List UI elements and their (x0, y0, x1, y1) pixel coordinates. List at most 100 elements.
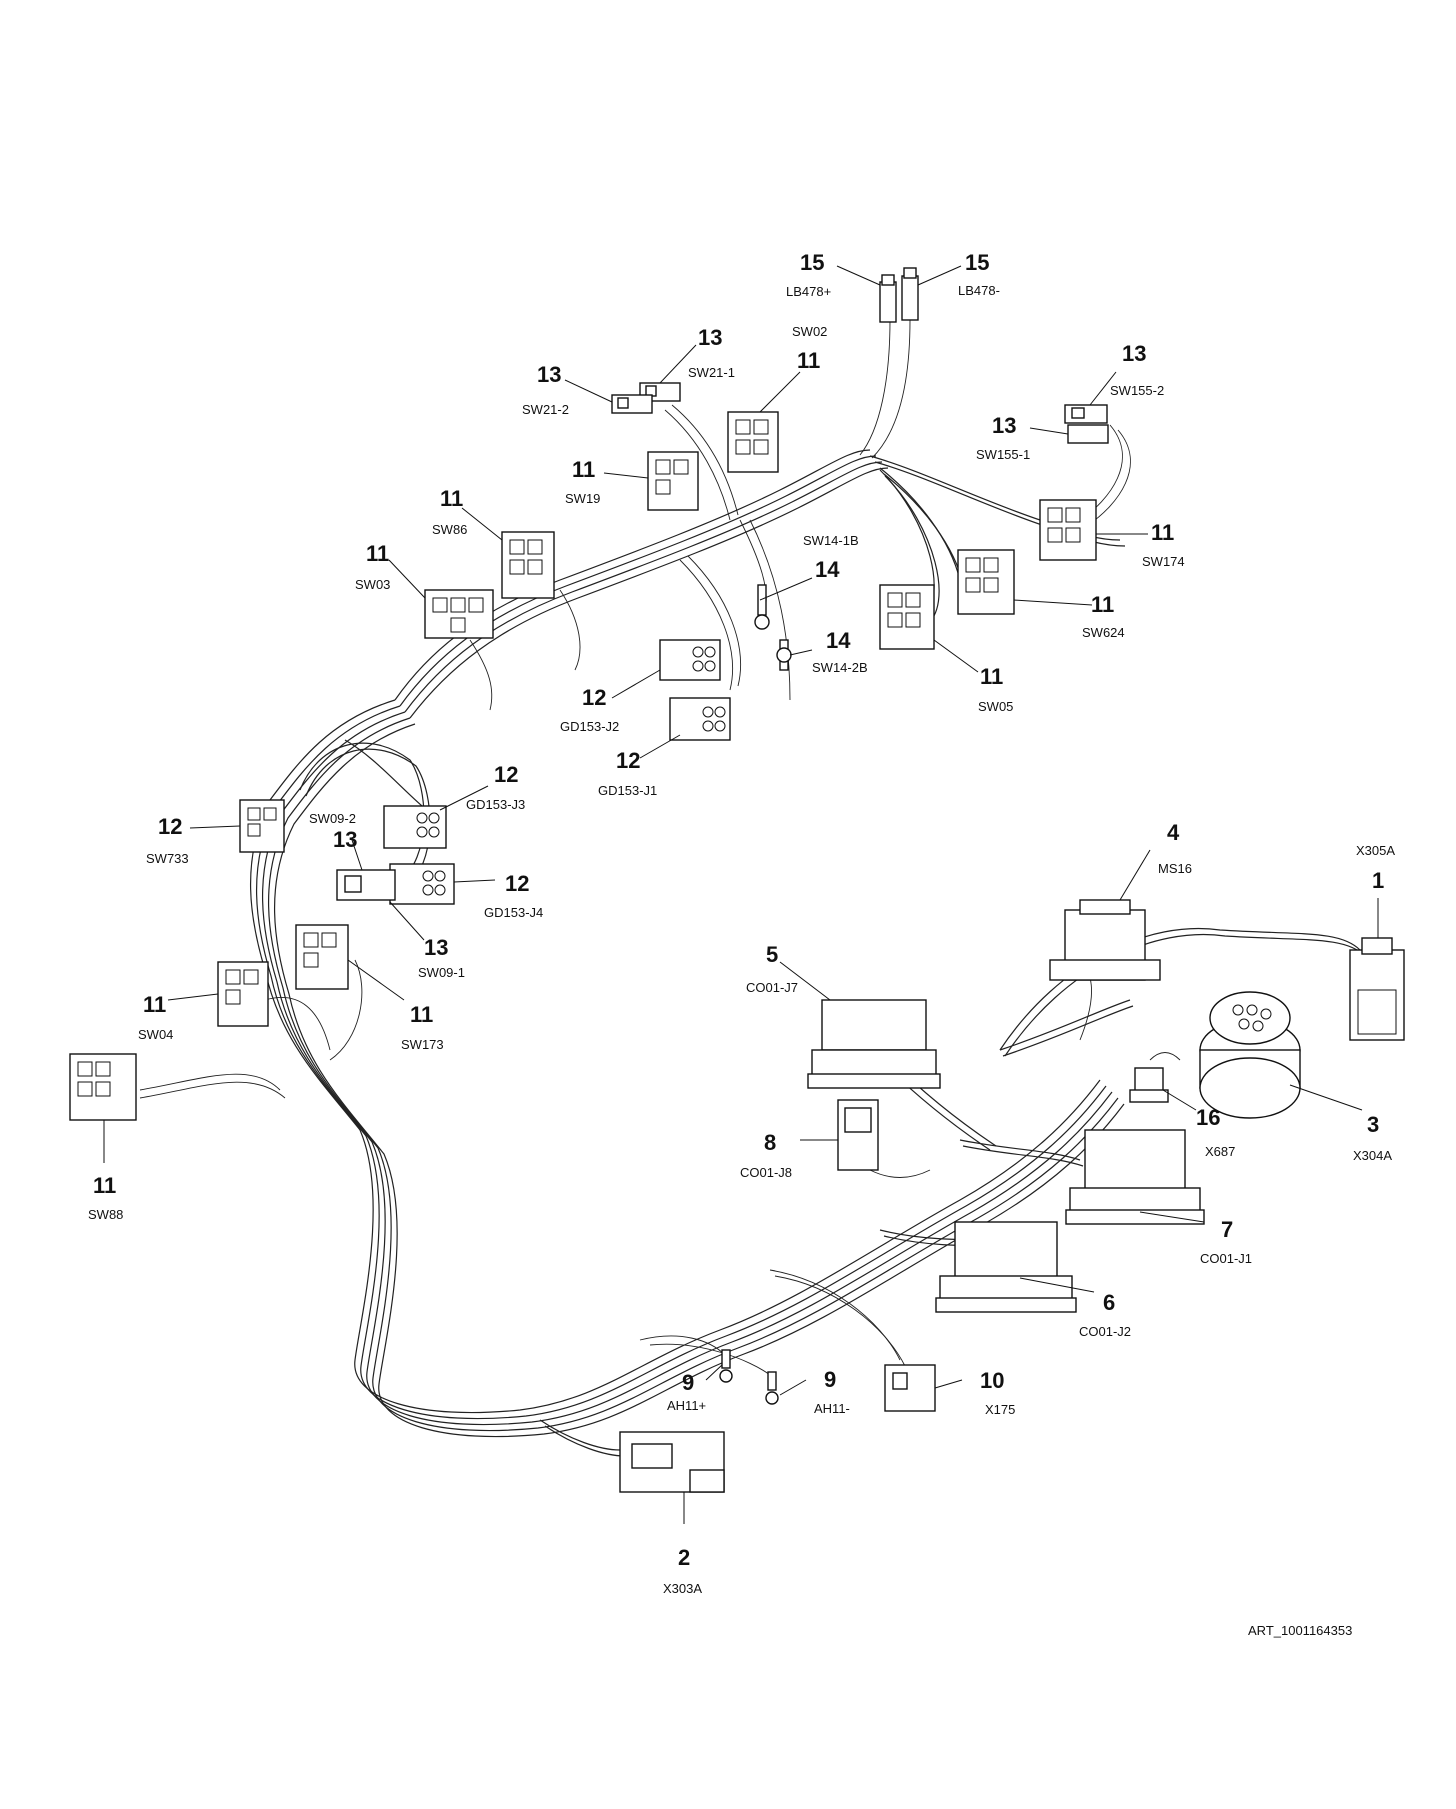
callout-number: 11 (1151, 520, 1174, 545)
callout-code: CO01-J7 (746, 980, 798, 995)
callout-number: 12 (494, 762, 518, 787)
connector-sw04 (217, 961, 269, 1027)
callout-code: CO01-J2 (1079, 1324, 1131, 1339)
callout-number: 11 (93, 1173, 116, 1198)
callout-code: SW09-2 (309, 811, 356, 826)
connector-sw86 (501, 531, 555, 599)
callout-code: SW21-1 (688, 365, 735, 380)
callout-number: 11 (440, 486, 463, 511)
callout-code: LB478+ (786, 284, 831, 299)
callout-code: GD153-J1 (598, 783, 657, 798)
connector-sw21-2 (611, 394, 653, 414)
callout-number: 3 (1367, 1112, 1379, 1137)
connector-sw155-1 (1067, 424, 1109, 444)
callout-code: SW174 (1142, 554, 1185, 569)
callout-code: SW624 (1082, 625, 1125, 640)
callout-code: GD153-J2 (560, 719, 619, 734)
callout-code: CO01-J1 (1200, 1251, 1252, 1266)
callout-code: SW14-1B (803, 533, 859, 548)
connector-x687 (1129, 1067, 1169, 1103)
connector-gd153-j2 (659, 639, 721, 681)
callout-number: 1 (1372, 868, 1384, 893)
harness-wires (139, 319, 1366, 1457)
callout-code: X305A (1356, 843, 1395, 858)
callout-code: SW05 (978, 699, 1013, 714)
callout-code: X304A (1353, 1148, 1392, 1163)
callout-code: SW19 (565, 491, 600, 506)
connector-sw09-1 (336, 869, 396, 901)
callout-code: SW04 (138, 1027, 173, 1042)
connector-sw03 (424, 589, 494, 639)
callout-number: 13 (537, 362, 561, 387)
connector-sw733 (239, 799, 285, 853)
terminal-ah11-plus (719, 1349, 733, 1383)
callout-number: 12 (616, 748, 640, 773)
connector-sw155-2 (1064, 404, 1108, 424)
callout-code: SW09-1 (418, 965, 465, 980)
connector-sw624 (957, 549, 1015, 615)
connector-lb478-plus (879, 274, 897, 323)
callout-code: SW733 (146, 851, 189, 866)
callout-number: 10 (980, 1368, 1004, 1393)
connector-sw02 (727, 411, 779, 473)
connector-x303a (619, 1431, 725, 1493)
connector-co01-j2 (935, 1221, 1077, 1313)
callout-number: 13 (992, 413, 1016, 438)
terminal-sw14-1b (754, 584, 770, 630)
callout-number: 2 (678, 1545, 690, 1570)
callout-number: 9 (682, 1370, 694, 1395)
terminal-sw14-2b (776, 639, 792, 671)
callout-code: SW86 (432, 522, 467, 537)
callout-code: MS16 (1158, 861, 1192, 876)
terminal-ah11-minus (765, 1371, 779, 1405)
callout-number: 11 (797, 348, 820, 373)
callout-number: 9 (824, 1367, 836, 1392)
connector-sw19 (647, 451, 699, 511)
connector-ms16 (1049, 899, 1161, 981)
callout-number: 13 (424, 935, 448, 960)
callout-code: GD153-J4 (484, 905, 543, 920)
callout-number: 15 (800, 250, 824, 275)
connector-sw05 (879, 584, 935, 650)
callout-number: 12 (158, 814, 182, 839)
callout-number: 15 (965, 250, 989, 275)
connector-x304a (1199, 991, 1301, 1119)
callout-number: 4 (1167, 820, 1180, 845)
connector-sw173 (295, 924, 349, 990)
callout-number: 6 (1103, 1290, 1115, 1315)
art-id: ART_1001164353 (1248, 1623, 1352, 1638)
callout-number: 12 (505, 871, 529, 896)
callout-number: 8 (764, 1130, 776, 1155)
callout-labels: 15 LB478+ 15 LB478- SW02 13 SW21-1 13 SW… (88, 250, 1395, 1638)
callout-number: 5 (766, 942, 778, 967)
callout-code: LB478- (958, 283, 1000, 298)
harness-connectors (69, 267, 1405, 1493)
callout-number: 11 (572, 457, 595, 482)
connector-sw88 (69, 1053, 137, 1121)
callout-leaders (103, 265, 1379, 1524)
callout-code: SW03 (355, 577, 390, 592)
connector-x175 (884, 1364, 936, 1412)
callout-number: 7 (1221, 1217, 1233, 1242)
connector-co01-j7 (807, 999, 941, 1089)
callout-code: SW155-1 (976, 447, 1030, 462)
callout-number: 12 (582, 685, 606, 710)
callout-code: X303A (663, 1581, 702, 1596)
connector-gd153-j4 (389, 863, 455, 905)
connector-co01-j8 (837, 1099, 879, 1171)
callout-code: CO01-J8 (740, 1165, 792, 1180)
callout-code: GD153-J3 (466, 797, 525, 812)
connector-lb478-minus (901, 267, 919, 321)
callout-code: AH11- (814, 1401, 850, 1416)
callout-code: SW88 (88, 1207, 123, 1222)
callout-number: 14 (826, 628, 851, 653)
connector-x305a (1349, 937, 1405, 1041)
connector-sw174 (1039, 499, 1097, 561)
callout-number: 14 (815, 557, 840, 582)
connector-gd153-j1 (669, 697, 731, 741)
callout-code: AH11+ (667, 1398, 706, 1413)
callout-number: 11 (143, 992, 166, 1017)
connector-gd153-j3 (383, 805, 447, 849)
callout-number: 13 (333, 827, 357, 852)
